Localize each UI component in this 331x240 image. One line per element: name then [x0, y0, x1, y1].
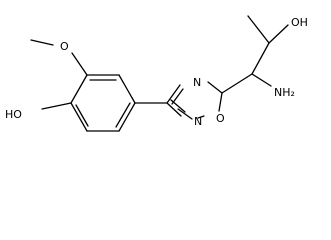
molecule-diagram: HO O N N O NH₂ OH [5, 15, 308, 132]
bond [118, 74, 136, 104]
methoxy-oxygen-label: O [60, 40, 69, 53]
bond [177, 108, 193, 120]
bond [207, 81, 223, 94]
bond [251, 42, 270, 75]
amine-label: NH₂ [274, 86, 295, 99]
bond [166, 102, 182, 117]
bond [166, 84, 181, 104]
atom-labels: HO O N N O NH₂ OH [5, 16, 308, 128]
bond [268, 24, 289, 44]
bond [251, 73, 272, 87]
bond [218, 92, 223, 112]
bond [71, 52, 88, 76]
bond [41, 102, 72, 110]
oxadiazole-n-top-label: N [193, 76, 201, 89]
oxadiazole-n-bottom-label: N [194, 115, 202, 128]
oxadiazole-o-label: O [216, 112, 225, 125]
structure-canvas: HO O N N O NH₂ OH [5, 15, 308, 132]
hydroxyl-chain-label: OH [291, 16, 308, 29]
bond [118, 102, 136, 132]
bond [70, 102, 88, 132]
double-bond-inner [171, 88, 184, 105]
double-bond-inner [170, 99, 186, 113]
bond [247, 15, 270, 44]
bond [221, 73, 253, 94]
bond [30, 39, 54, 46]
hydroxyl-ring-label: HO [5, 108, 22, 121]
bond-lines [30, 15, 289, 132]
bond [197, 115, 205, 119]
double-bond-inner [75, 104, 89, 127]
bond [70, 74, 88, 104]
double-bond-inner [115, 102, 131, 128]
